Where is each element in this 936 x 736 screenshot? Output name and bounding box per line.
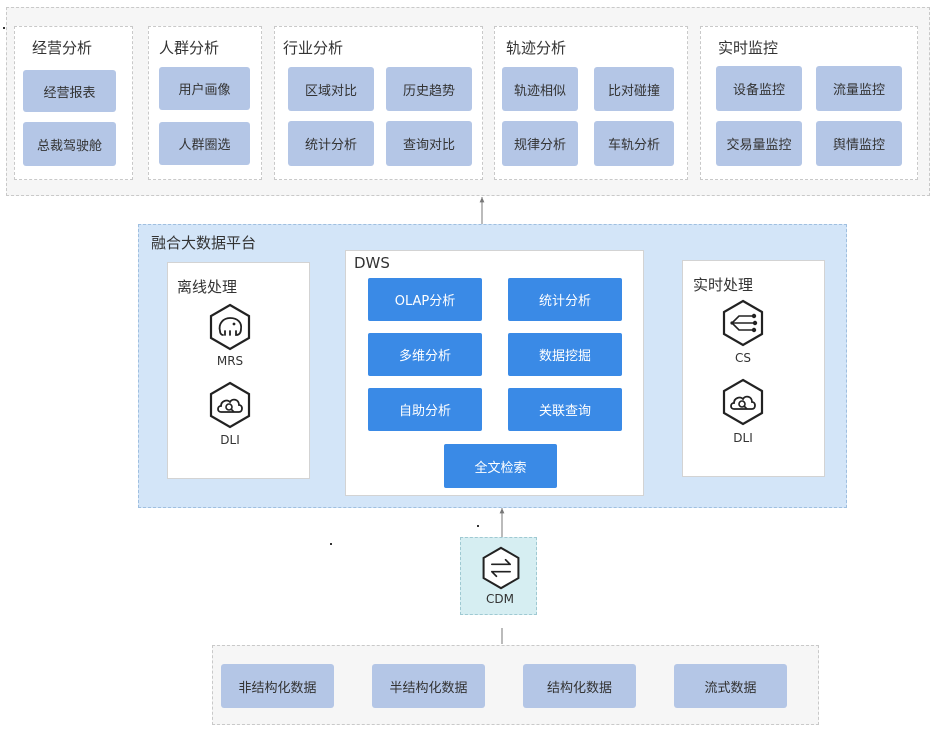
source-semistructured-data[interactable]: 半结构化数据	[372, 664, 485, 708]
dws-data-mining[interactable]: 数据挖掘	[508, 333, 622, 376]
item-query-compare[interactable]: 查询对比	[386, 121, 472, 166]
item-region-compare[interactable]: 区域对比	[288, 67, 374, 111]
item-compare-collision[interactable]: 比对碰撞	[594, 67, 674, 111]
source-streaming-data[interactable]: 流式数据	[674, 664, 787, 708]
cloud-search-icon	[722, 378, 764, 426]
item-statistical-analysis[interactable]: 统计分析	[288, 121, 374, 166]
dws-multidimensional-analysis[interactable]: 多维分析	[368, 333, 482, 376]
exchange-arrows-icon	[482, 546, 520, 590]
panel-realtime-processing	[682, 260, 825, 477]
dws-full-text-search[interactable]: 全文检索	[444, 444, 557, 488]
item-crowd-selection[interactable]: 人群圈选	[159, 122, 250, 165]
cloud-search-icon	[209, 381, 251, 429]
stray-dot	[330, 543, 332, 545]
panel-title-trajectory-analysis: 轨迹分析	[506, 39, 567, 57]
panel-title-industry-analysis: 行业分析	[283, 39, 344, 57]
item-history-trend[interactable]: 历史趋势	[386, 67, 472, 111]
cdm-label: CDM	[486, 592, 514, 606]
source-unstructured-data[interactable]: 非结构化数据	[221, 664, 334, 708]
item-pattern-analysis[interactable]: 规律分析	[502, 121, 578, 166]
realtime-title: 实时处理	[693, 276, 754, 294]
item-executive-cockpit[interactable]: 总裁驾驶舱	[23, 122, 116, 166]
item-business-report[interactable]: 经营报表	[23, 70, 116, 112]
item-device-monitoring[interactable]: 设备监控	[716, 66, 802, 111]
panel-title-realtime-monitoring: 实时监控	[718, 39, 779, 57]
item-traffic-monitoring[interactable]: 流量监控	[816, 66, 902, 111]
source-structured-data[interactable]: 结构化数据	[523, 664, 636, 708]
offline-title: 离线处理	[177, 278, 238, 296]
service-label-mrs: MRS	[216, 354, 244, 368]
item-sentiment-monitoring[interactable]: 舆情监控	[816, 121, 902, 166]
item-trajectory-similarity[interactable]: 轨迹相似	[502, 67, 578, 111]
panel-offline-processing	[167, 262, 310, 479]
dws-olap-analysis[interactable]: OLAP分析	[368, 278, 482, 321]
dws-self-service-analysis[interactable]: 自助分析	[368, 388, 482, 431]
elephant-icon	[209, 303, 251, 351]
dws-statistical-analysis[interactable]: 统计分析	[508, 278, 622, 321]
item-transaction-monitoring[interactable]: 交易量监控	[716, 121, 802, 166]
platform-title: 融合大数据平台	[151, 234, 257, 252]
dws-association-query[interactable]: 关联查询	[508, 388, 622, 431]
service-label-cs: CS	[735, 351, 751, 365]
dws-title: DWS	[354, 254, 390, 272]
stream-nodes-icon	[722, 299, 764, 347]
service-label-dli-realtime: DLI	[733, 431, 753, 445]
item-user-profile[interactable]: 用户画像	[159, 67, 250, 110]
stray-dot	[477, 525, 479, 527]
panel-title-crowd-analysis: 人群分析	[159, 39, 220, 57]
service-label-dli-offline: DLI	[220, 433, 240, 447]
panel-title-business-analysis: 经营分析	[32, 39, 93, 57]
item-vehicle-track-analysis[interactable]: 车轨分析	[594, 121, 674, 166]
stray-dot	[3, 27, 5, 29]
